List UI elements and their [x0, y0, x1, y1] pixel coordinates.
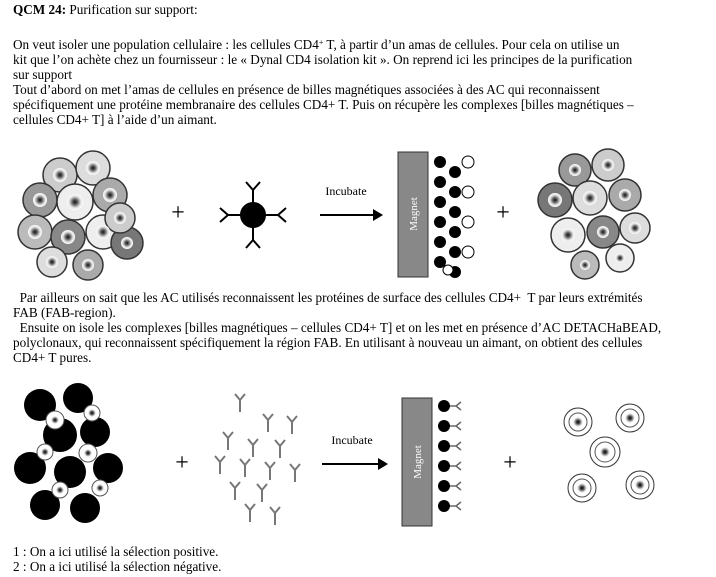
question-title: QCM 24: Purification sur support:: [13, 2, 198, 17]
intro-line-5: spécifiquement une protéine membranaire …: [13, 97, 634, 112]
plus-sign-1: +: [171, 200, 185, 226]
intro-line-1: On veut isoler une population cellulaire…: [13, 37, 620, 52]
detachabead-antibodies: [214, 393, 301, 525]
question-heading: Purification sur support:: [69, 2, 198, 17]
intro-line-4: Tout d’abord on met l’amas de cellules e…: [13, 82, 600, 97]
magnet-2: Magnet: [401, 397, 433, 527]
magnet-1: Magnet: [397, 151, 429, 278]
option-1[interactable]: 1 : On a ici utilisé la sélection positi…: [13, 544, 219, 559]
cell-mixture-cluster: [17, 150, 144, 281]
intro-line-6: cellules CD4+ T] à l’aide d’un aimant.: [13, 112, 217, 127]
intro-paragraph: On veut isoler une population cellulaire…: [13, 37, 634, 127]
released-beads-column: [438, 400, 462, 512]
figure-bead-release: + Incubate Magnet +: [14, 383, 655, 527]
bead-cell-complexes: [14, 383, 123, 523]
question-number: QCM 24:: [13, 2, 67, 17]
incubate-label-1: Incubate: [325, 184, 366, 198]
middle-line-5: CD4+ T pures.: [13, 350, 92, 365]
middle-line-1: Par ailleurs on sait que les AC utilisés…: [13, 290, 643, 305]
intro-line-2: kit que l’on achète chez un fournisseur …: [13, 52, 633, 67]
intro-line-3: sur support: [13, 67, 72, 82]
plus-sign-3: +: [175, 450, 189, 476]
plus-sign-2: +: [496, 200, 510, 226]
middle-paragraph: Par ailleurs on sait que les AC utilisés…: [13, 290, 661, 365]
middle-line-4: polyclonaux, qui reconnaissent spécifiqu…: [13, 335, 643, 350]
incubate-arrow-1: [320, 209, 383, 221]
bound-beads-column: [434, 155, 475, 278]
magnetic-bead-antibody-icon: [219, 181, 287, 249]
pure-cd4-cells: [563, 403, 655, 503]
middle-line-3: Ensuite on isole les complexes [billes m…: [13, 320, 662, 335]
plus-sign-4: +: [503, 450, 517, 476]
incubate-arrow-2: [322, 458, 388, 470]
magnet-label-1: Magnet: [408, 197, 420, 231]
magnet-label-2: Magnet: [412, 445, 424, 479]
incubate-label-2: Incubate: [331, 433, 372, 447]
figure-positive-selection: + Incubate Magnet +: [17, 148, 651, 281]
option-2[interactable]: 2 : On a ici utilisé la sélection négati…: [13, 559, 222, 574]
remaining-cells-cluster: [537, 148, 651, 280]
middle-line-2: FAB (FAB-region).: [13, 305, 116, 320]
